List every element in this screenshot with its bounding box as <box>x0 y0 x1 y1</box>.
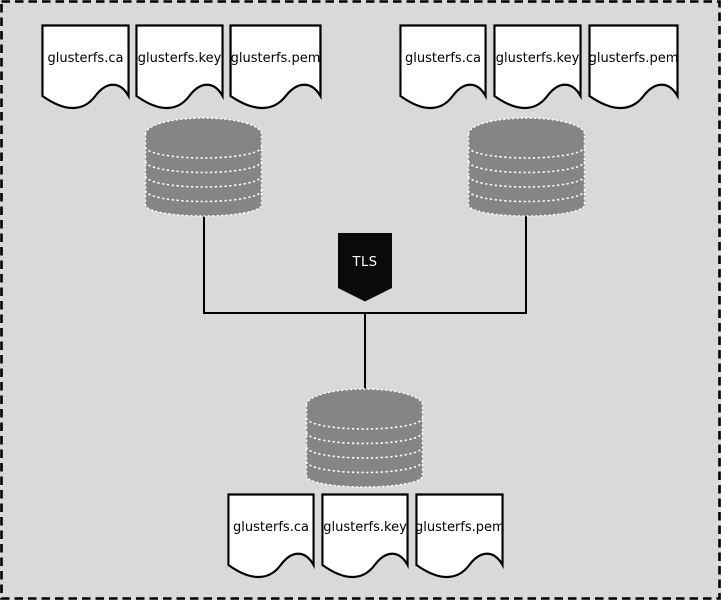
file-label: glusterfs.ca <box>405 51 481 66</box>
document-icon <box>415 493 504 579</box>
document-icon <box>135 24 224 110</box>
file-label: glusterfs.key <box>323 520 407 535</box>
document-icon <box>588 24 679 110</box>
document-icon <box>321 493 409 579</box>
document-icon <box>399 24 487 110</box>
file-node-top-right-pem: glusterfs.pem <box>588 24 679 115</box>
file-node-top-right-key: glusterfs.key <box>493 24 582 115</box>
file-node-top-left-pem: glusterfs.pem <box>229 24 322 115</box>
tls-badge: TLS <box>338 233 392 302</box>
connector-lines <box>203 210 527 392</box>
storage-cylinder-right <box>467 117 586 217</box>
document-icon <box>493 24 582 110</box>
document-icon <box>227 493 315 579</box>
tls-shield-icon <box>338 233 392 302</box>
file-label: glusterfs.pem <box>588 51 679 66</box>
file-node-bottom-ca: glusterfs.ca <box>227 493 315 584</box>
document-icon <box>229 24 322 110</box>
storage-cylinder-bottom <box>305 388 424 488</box>
file-label: glusterfs.key <box>137 51 222 66</box>
file-label: glusterfs.key <box>495 51 580 66</box>
tls-badge-label: TLS <box>352 255 378 270</box>
file-node-top-left-key: glusterfs.key <box>135 24 224 115</box>
document-icon <box>41 24 130 110</box>
storage-cylinder-left <box>144 117 263 217</box>
file-node-top-right-ca: glusterfs.ca <box>399 24 487 115</box>
file-label: glusterfs.pem <box>415 520 505 535</box>
file-label: glusterfs.pem <box>230 51 321 66</box>
file-node-bottom-key: glusterfs.key <box>321 493 409 584</box>
file-label: glusterfs.ca <box>233 520 309 535</box>
file-node-bottom-pem: glusterfs.pem <box>415 493 505 584</box>
file-node-top-left-ca: glusterfs.ca <box>41 24 130 115</box>
file-label: glusterfs.ca <box>47 51 124 66</box>
